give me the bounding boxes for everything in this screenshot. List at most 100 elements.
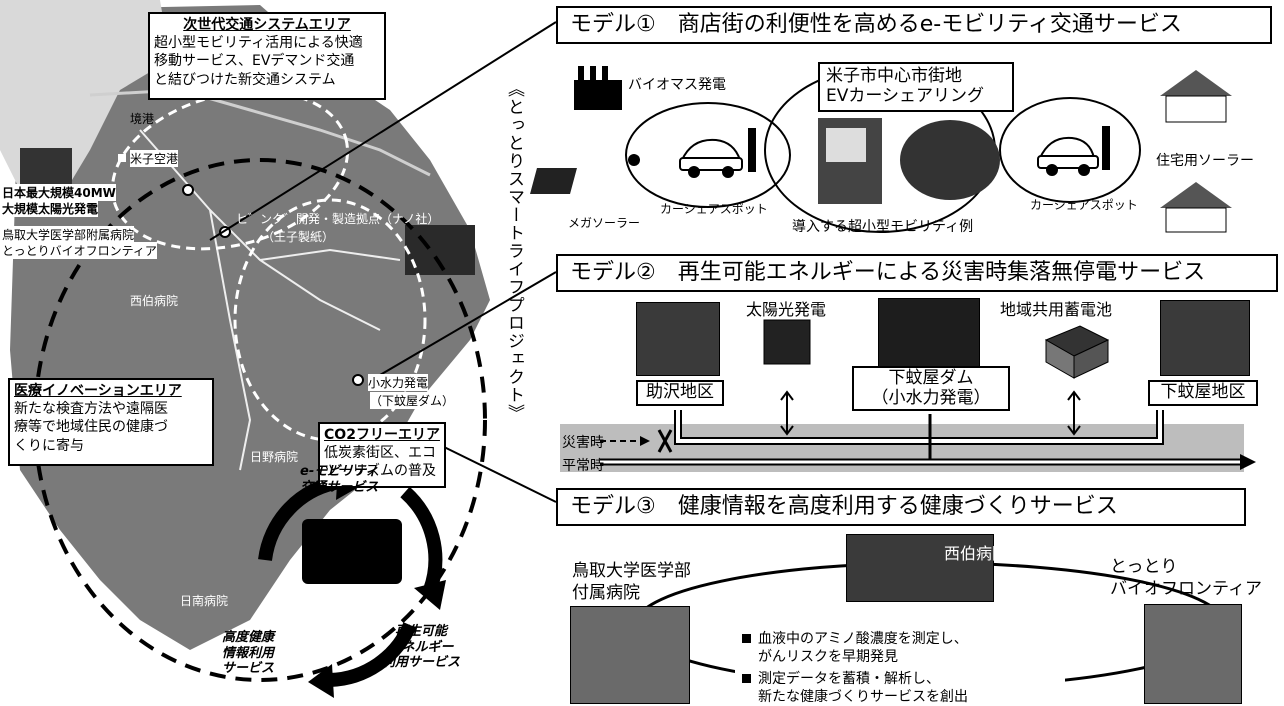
m3-photo-saihaku — [846, 534, 994, 602]
area-desc-medical-2: 療等で地域住民の健康づ — [14, 419, 168, 436]
m3-bullet-2-line2: 新たな健康づくりサービスを創出 — [758, 689, 968, 706]
m3-univ-line2: 付属病院 — [572, 583, 640, 603]
m1-biomass-label: バイオマス発電 — [628, 77, 726, 93]
model3-title: モデル③ 健康情報を高度利用する健康づくりサービス — [556, 488, 1246, 526]
cycle-center-box — [302, 519, 402, 584]
m1-city-box: 米子市中心市街地 EVカーシェアリング — [818, 62, 1014, 112]
m2-sukezawa-box: 助沢地区 — [636, 380, 724, 406]
place-paper: （王子製紙） — [262, 230, 335, 244]
area-box-next-gen: 次世代交通システムエリア 超小型モビリティ活用による快適 移動サービス、EVデマ… — [148, 12, 386, 100]
place-univ-2: とっとりバイオフロンティア — [2, 242, 157, 259]
place-hydro-2: （下蚊屋ダム） — [370, 392, 455, 409]
marker-airport — [118, 154, 126, 162]
m3-bullet-1-line2: がんリスクを早期発見 — [758, 649, 898, 666]
model2-title: モデル② 再生可能エネルギーによる災害時集落無停電サービス — [556, 254, 1278, 292]
cycle-label-mobility: e-モビリティ 交通サービス — [300, 464, 378, 495]
area-desc-co2free-1: 低炭素街区、エコ — [324, 445, 436, 462]
cycle-label-energy-2: エネルギー — [388, 639, 454, 655]
m2-normal-label: 平常時 — [562, 458, 604, 474]
cycle-label-health-1: 高度健康 — [222, 630, 275, 645]
area-desc-next-gen-3: と結びつけた新交通システム — [154, 71, 336, 88]
m3-bullet-1-line1: 血液中のアミノ酸濃度を測定し、 — [758, 631, 968, 647]
connector-model3 — [439, 444, 557, 503]
m2-photo-kagaya — [1160, 300, 1250, 376]
m3-bullet-2: 測定データを蓄積・解析し、 新たな健康づくりサービスを創出 — [758, 670, 968, 706]
cycle-label-health-2: 情報利用 — [222, 645, 275, 661]
map-photo-1 — [20, 148, 72, 184]
cycle-label-health: 高度健康 情報利用 サービス — [222, 630, 274, 677]
m2-dam-line2: （小水力発電） — [871, 387, 991, 408]
m3-bullet-square-2 — [742, 674, 751, 683]
factory-icon — [574, 80, 622, 110]
cycle-label-mobility-2: 交通サービス — [300, 479, 379, 495]
area-desc-next-gen-1: 超小型モビリティ活用による快適 — [154, 35, 363, 52]
place-nichinan: 日南病院 — [180, 594, 229, 608]
m2-dam-box: 下蚊屋ダム （小水力発電） — [852, 366, 1010, 412]
m1-carshare-right: カーシェアスポット — [1030, 198, 1138, 212]
cycle-label-energy-1: 再生可能 — [395, 624, 448, 639]
m3-bio-line2: バイオフロンティア — [1110, 579, 1262, 599]
mobility-photo-2 — [900, 120, 1000, 200]
m3-bio-line1: とっとり — [1110, 557, 1178, 577]
place-saihaku: 西伯病院 — [130, 294, 179, 308]
place-yonago-airport: 米子空港 — [130, 150, 179, 167]
house-icon-top — [1160, 70, 1232, 123]
m3-bullet-square-1 — [742, 634, 751, 643]
cycle-arrow-right — [400, 486, 443, 593]
place-hydro-1: 小水力発電 — [368, 374, 429, 391]
project-title: 《とっとりスマートライフプロジェクト》 — [504, 80, 524, 422]
cycle-arrow-bottom — [329, 622, 417, 687]
place-solar-1: 日本最大規模40MW — [2, 184, 116, 201]
area-desc-medical-3: くりに寄与 — [14, 437, 84, 454]
area-box-medical: 医療イノベーションエリア 新たな検査方法や遠隔医 療等で地域住民の健康づ くりに… — [8, 378, 214, 466]
m1-carshare-left: カーシェアスポット — [660, 202, 768, 216]
ev-car-left-icon — [679, 128, 756, 178]
m1-city-line2: EVカーシェアリング — [826, 86, 985, 107]
m2-solar-label: 太陽光発電 — [746, 300, 827, 319]
m2-photo-sukezawa — [636, 302, 720, 376]
m1-right-ring — [999, 97, 1141, 203]
marker-hydro — [352, 374, 364, 386]
cycle-label-health-3: サービス — [222, 661, 275, 677]
cycle-label-energy: 再生可能 エネルギー 利用サービス — [382, 624, 460, 671]
m3-saihaku-label: 西伯病院 — [944, 544, 1009, 563]
m3-photo-bio — [1144, 604, 1242, 704]
m3-univ-line1: 鳥取大学医学部 — [572, 561, 691, 581]
m1-left-ring — [625, 102, 791, 208]
m2-battery-label: 地域共用蓄電池 — [1000, 300, 1113, 319]
m1-home-solar: 住宅用ソーラー — [1156, 153, 1254, 169]
cycle-label-energy-3: 利用サービス — [382, 655, 461, 671]
area-box-co2free: CO2フリーエリア 低炭素街区、エコ ツーリズムの普及 — [318, 422, 446, 488]
place-sakaiminato: 境港 — [130, 112, 155, 126]
connector-model1 — [209, 21, 557, 241]
ev-car-right-icon — [1037, 126, 1110, 176]
area-desc-next-gen-2: 移動サービス、EVデマンド交通 — [154, 53, 355, 70]
sun-icon — [628, 154, 640, 166]
m2-disaster-label: 災害時 — [562, 435, 604, 451]
connector-model2 — [379, 271, 557, 376]
m2-dam-line1: 下蚊屋ダム — [888, 368, 974, 388]
model1-title: モデル① 商店街の利便性を高めるe-モビリティ交通サービス — [556, 6, 1272, 44]
arrow-battery — [1067, 390, 1081, 436]
area-title-medical: 医療イノベーションエリア — [14, 383, 182, 399]
area-desc-medical-1: 新たな検査方法や遠隔医 — [14, 401, 168, 418]
house-icon-bottom — [1160, 182, 1232, 233]
area-title-next-gen: 次世代交通システムエリア — [183, 17, 351, 33]
m1-intro-label: 導入する超小型モビリティ例 — [792, 219, 974, 235]
place-nanbu: ヒ゛ンク゛開発・製造拠点（ナノ社） — [236, 212, 440, 226]
m3-bullet-1: 血液中のアミノ酸濃度を測定し、 がんリスクを早期発見 — [758, 630, 968, 666]
m1-mega-solar: メガソーラー — [568, 216, 641, 230]
place-univ-1: 鳥取大学医学部附属病院 — [2, 226, 135, 243]
place-hino: 日野病院 — [250, 450, 299, 464]
solar-panel-icon — [530, 168, 577, 194]
marker-solar — [182, 184, 194, 196]
m2-kagaya-box: 下蚊屋地区 — [1148, 380, 1258, 406]
area-desc-co2free-2: ツーリズムの普及 — [324, 463, 436, 480]
m3-bullet-2-line1: 測定データを蓄積・解析し、 — [758, 671, 940, 687]
m2-photo-dam — [878, 298, 980, 370]
m3-photo-univ — [570, 606, 690, 704]
arrow-solar — [780, 390, 794, 436]
m1-city-line1: 米子市中心市街地 — [826, 66, 962, 86]
m2-solar-icon — [763, 319, 811, 365]
area-title-co2free: CO2フリーエリア — [324, 427, 440, 443]
